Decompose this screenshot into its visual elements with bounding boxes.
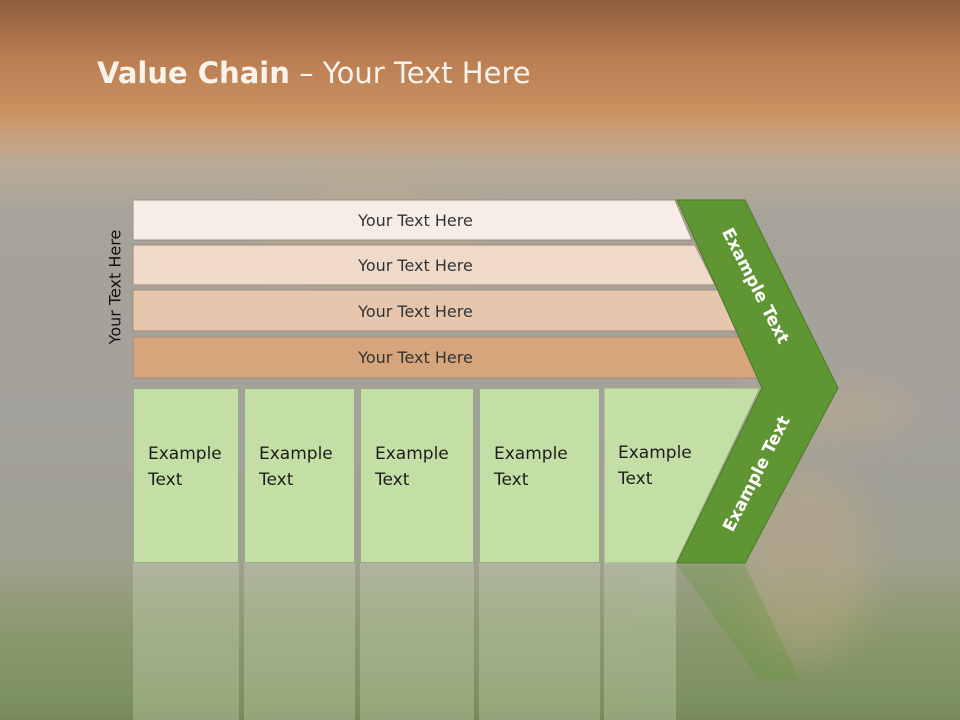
box-line-2: Text [148, 470, 183, 490]
title-rest: – Your Text Here [289, 56, 531, 90]
box-line-1: Example [375, 444, 449, 464]
support-bar-label-2: Your Text Here [133, 245, 698, 286]
box-line-1: Example [618, 443, 692, 463]
primary-box-5: Example Text [604, 388, 704, 563]
box-line-2: Text [259, 470, 294, 490]
vertical-axis-label: Your Text Here [105, 229, 125, 345]
background-dog-shape [720, 380, 920, 440]
background-dog-shape [740, 470, 870, 660]
box-line-2: Text [375, 470, 410, 490]
box-line-1: Example [494, 444, 568, 464]
box-line-2: Text [618, 469, 653, 489]
bar-label: Your Text Here [358, 210, 473, 230]
primary-box-2: Example Text [244, 388, 355, 563]
box-line-1: Example [148, 444, 222, 464]
bar-label: Your Text Here [358, 301, 473, 321]
support-bar-label-3: Your Text Here [133, 290, 698, 332]
primary-box-1: Example Text [133, 388, 239, 563]
bar-label: Your Text Here [358, 348, 473, 367]
bar-label: Your Text Here [358, 256, 473, 275]
primary-box-4: Example Text [479, 388, 600, 563]
support-bar-label-4: Your Text Here [133, 337, 698, 378]
primary-box-3: Example Text [360, 388, 474, 563]
title-bold: Value Chain [97, 56, 290, 90]
box-line-1: Example [259, 444, 333, 464]
slide-title: Value Chain – Your Text Here [97, 56, 531, 90]
box-line-2: Text [494, 470, 529, 490]
support-bar-label-1: Your Text Here [133, 200, 698, 240]
